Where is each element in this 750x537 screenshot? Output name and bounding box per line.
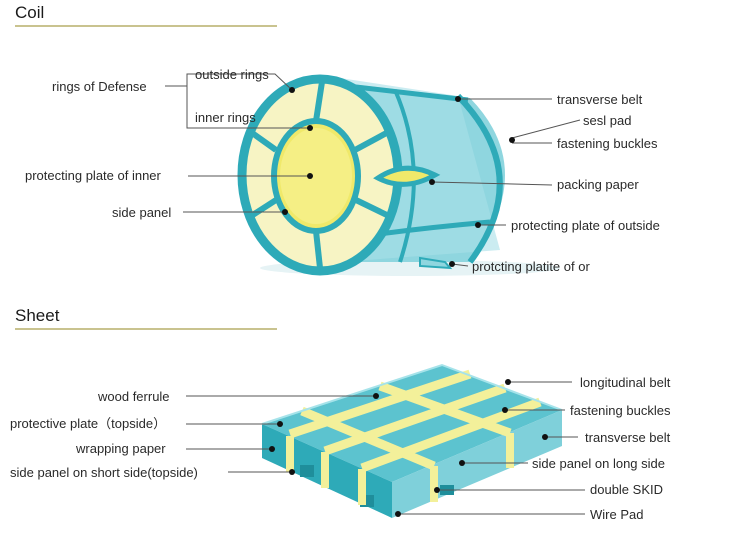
label-double-skid: double SKID <box>590 482 663 497</box>
label-protecting-plate-of-inner: protecting plate of inner <box>25 168 161 183</box>
label-side-panel: side panel <box>112 205 172 220</box>
coil-section-title: Coil <box>15 3 45 22</box>
label-wood-ferrule: wood ferrule <box>98 389 170 404</box>
coil-title-rule <box>15 25 277 27</box>
coil-spoke-upper-right <box>353 127 394 153</box>
label-packing-paper: packing paper <box>557 177 639 192</box>
coil-spoke-bottom <box>313 230 323 269</box>
sheet-section-title: Sheet <box>15 306 60 325</box>
label-side-panel-long-side: side panel on long side <box>532 456 665 471</box>
coil-bottom-support <box>419 256 453 270</box>
sheet-transverse-belt-3 <box>360 397 542 473</box>
sheet-leaders-right <box>398 381 585 515</box>
coil-illustration <box>237 74 560 276</box>
label-longitudinal-belt: longitudinal belt <box>580 375 671 390</box>
coil-spoke-lower-right <box>354 197 395 221</box>
sheet-leader-dots <box>269 379 548 517</box>
coil-outer-edge <box>455 93 503 264</box>
label-wrapping-paper: wrapping paper <box>76 441 166 456</box>
label-protective-plate-topside: protective plate（topside） <box>10 416 167 431</box>
coil-leader-dots <box>282 87 515 267</box>
label-protecting-plate-of-outside: protecting plate of outside <box>511 218 660 233</box>
label-rings-of-defense: rings of Defense <box>52 79 147 94</box>
sheet-skid-block-1 <box>300 465 314 477</box>
coil-spoke-upper-left <box>246 127 278 153</box>
label-transverse-belt-coil: transverse belt <box>557 92 643 107</box>
sheet-illustration <box>261 363 563 518</box>
label-outside-rings: outside rings <box>195 67 269 82</box>
sheet-transverse-belt-2 <box>323 383 507 456</box>
coil-spoke-lower-left <box>246 197 278 221</box>
label-fastening-buckles-coil: fastening buckles <box>557 136 658 151</box>
label-inner-rings: inner rings <box>195 110 256 125</box>
label-side-panel-short-side: side panel on short side(topside) <box>10 465 198 480</box>
sheet-transverse-belt-1 <box>288 369 472 439</box>
sheet-leaders-left <box>186 395 376 473</box>
sheet-title-rule <box>15 328 277 330</box>
label-transverse-belt-sheet: transverse belt <box>585 430 671 445</box>
label-protcting-platite: protcting platite of or <box>472 259 590 274</box>
coil-packing-paper-window <box>373 165 441 187</box>
coil-inner-core <box>280 128 352 224</box>
coil-leaders-left <box>165 73 310 213</box>
sheet-top-edge <box>261 363 563 425</box>
label-sesl-pad: sesl pad <box>583 113 632 128</box>
label-fastening-buckles-sheet: fastening buckles <box>570 403 671 418</box>
label-wire-pad: Wire Pad <box>590 507 644 522</box>
coil-spoke-top <box>313 81 325 122</box>
